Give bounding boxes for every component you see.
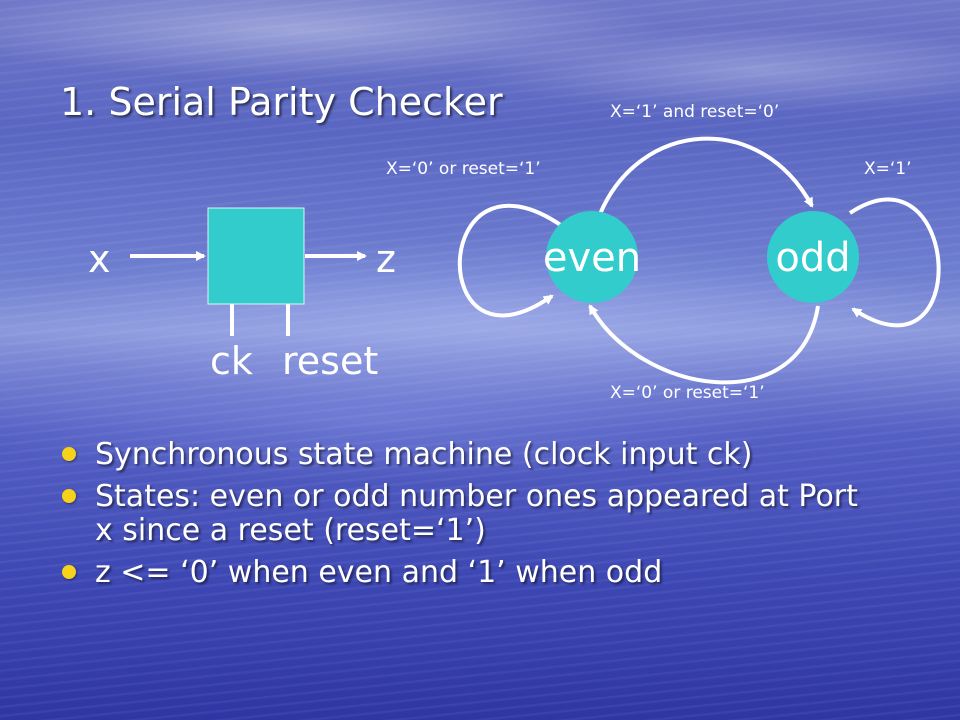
bullet-dot-icon bbox=[62, 565, 76, 579]
label-even-self: X=‘0’ or reset=‘1’ bbox=[386, 159, 541, 179]
bullet-text: Synchronous state machine (clock input c… bbox=[95, 437, 753, 472]
bullet-item: States: even or odd number ones appeared… bbox=[60, 480, 880, 548]
bullet-dot-icon bbox=[62, 447, 76, 461]
bullet-dot-icon bbox=[62, 489, 76, 503]
label-even-to-odd: X=‘1’ and reset=‘0’ bbox=[610, 102, 779, 122]
clock-label: ck bbox=[210, 339, 253, 383]
label-odd-self: X=‘1’ bbox=[864, 159, 912, 179]
output-label: z bbox=[376, 237, 396, 281]
state-even-label: even bbox=[543, 235, 641, 281]
slide-title: 1. Serial Parity Checker bbox=[60, 80, 503, 124]
state-diagram: even odd X=‘1’ and reset=‘0’ X=‘0’ or re… bbox=[386, 102, 941, 403]
state-odd-label: odd bbox=[775, 235, 850, 281]
state-odd-node bbox=[767, 211, 859, 303]
reset-label: reset bbox=[282, 339, 378, 383]
bullet-item: Synchronous state machine (clock input c… bbox=[60, 438, 880, 472]
transition-even-self bbox=[457, 203, 564, 318]
bullet-item: z <= ‘0’ when even and ‘1’ when odd bbox=[60, 556, 880, 590]
transition-odd-to-even bbox=[588, 304, 820, 385]
parity-checker-box bbox=[207, 207, 305, 305]
bullet-text: States: even or odd number ones appeared… bbox=[95, 479, 858, 548]
input-label: x bbox=[88, 237, 111, 281]
transition-odd-self bbox=[848, 197, 941, 328]
state-even-node bbox=[546, 211, 638, 303]
diagram-canvas: x z ck reset even odd X=‘1’ and reset=‘0… bbox=[88, 102, 941, 403]
label-odd-to-even: X=‘0’ or reset=‘1’ bbox=[610, 383, 765, 403]
block-diagram: x z ck reset bbox=[88, 207, 396, 383]
transition-even-to-odd bbox=[598, 136, 814, 215]
bullet-text: z <= ‘0’ when even and ‘1’ when odd bbox=[95, 555, 663, 590]
bullet-list: Synchronous state machine (clock input c… bbox=[60, 438, 880, 598]
